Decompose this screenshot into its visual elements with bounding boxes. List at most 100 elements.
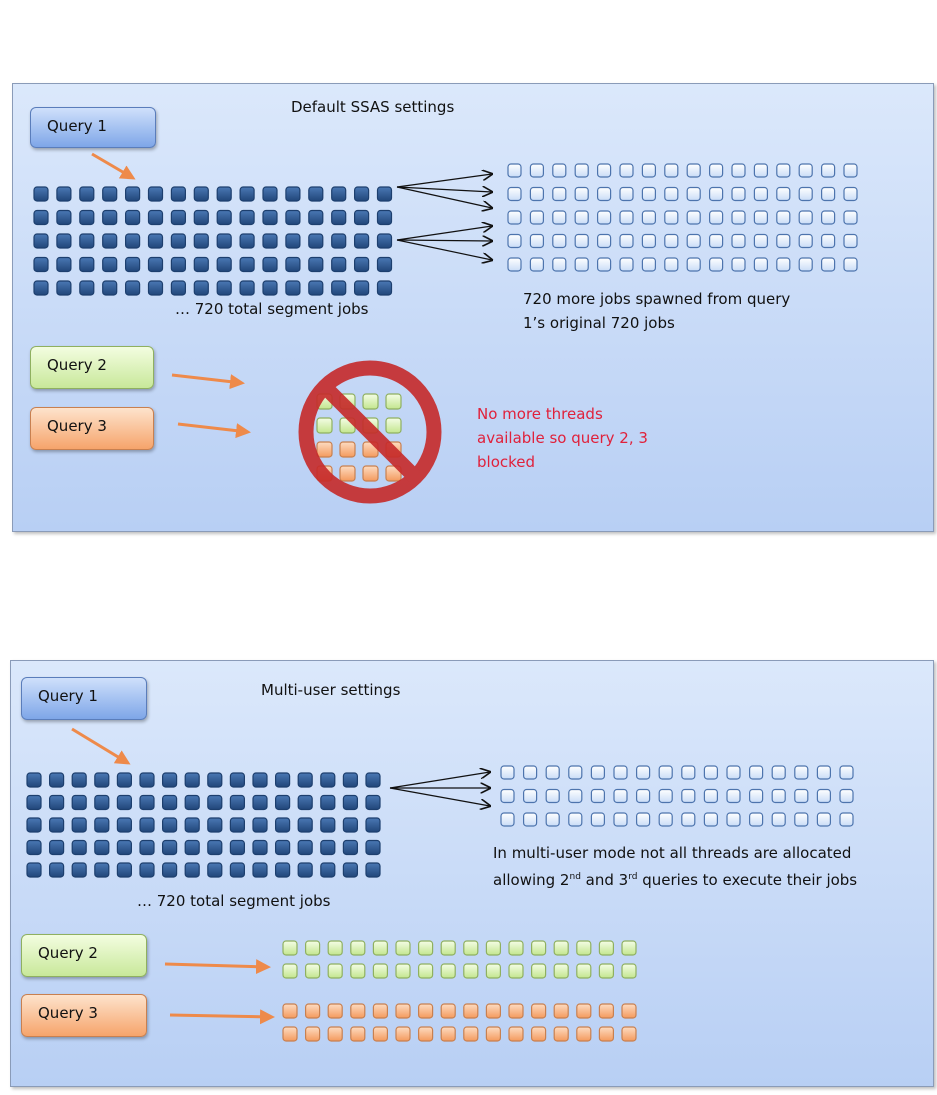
job-square bbox=[239, 209, 255, 226]
job-square bbox=[320, 794, 336, 811]
job-square bbox=[239, 256, 255, 273]
prohibition-ring bbox=[298, 360, 442, 504]
job-square bbox=[576, 940, 592, 956]
job-square bbox=[376, 186, 393, 202]
job-square bbox=[574, 257, 589, 272]
job-square bbox=[365, 794, 381, 811]
job-square bbox=[297, 839, 313, 856]
job-square bbox=[708, 210, 724, 225]
job-square bbox=[664, 210, 679, 225]
job-square bbox=[839, 765, 854, 780]
job-square bbox=[362, 465, 379, 482]
job-square bbox=[613, 788, 628, 804]
job-square bbox=[308, 256, 324, 273]
spawn-arrow bbox=[396, 226, 492, 241]
job-square bbox=[522, 788, 538, 804]
job-square bbox=[94, 794, 110, 811]
job-square bbox=[116, 862, 133, 878]
job-square bbox=[794, 765, 809, 780]
job-square bbox=[275, 794, 291, 811]
job-square bbox=[162, 817, 178, 833]
job-square bbox=[285, 186, 301, 202]
job-square bbox=[229, 772, 245, 788]
job-square bbox=[285, 256, 301, 273]
job-square bbox=[184, 862, 200, 878]
job-square bbox=[418, 963, 434, 979]
job-square bbox=[79, 186, 95, 202]
job-square bbox=[147, 233, 164, 249]
job-square bbox=[116, 839, 133, 856]
job-square bbox=[613, 765, 628, 780]
caption-part: queries to execute their jobs bbox=[637, 871, 858, 889]
job-square bbox=[545, 765, 560, 780]
job-square bbox=[568, 788, 583, 804]
job-square bbox=[619, 186, 634, 202]
spawn-arrow bbox=[389, 772, 490, 789]
job-square bbox=[48, 862, 65, 878]
job-square bbox=[252, 817, 268, 833]
job-square bbox=[703, 812, 719, 827]
job-square bbox=[33, 233, 49, 249]
job-square bbox=[252, 794, 268, 811]
job-square bbox=[350, 1026, 366, 1042]
job-square bbox=[726, 765, 741, 780]
job-square bbox=[116, 817, 133, 833]
job-square bbox=[598, 963, 615, 979]
job-square bbox=[619, 233, 634, 249]
job-square bbox=[350, 963, 366, 979]
job-square bbox=[726, 812, 741, 827]
job-square bbox=[79, 280, 95, 296]
spawn-arrow bbox=[389, 787, 490, 806]
job-square bbox=[48, 839, 65, 856]
job-square bbox=[522, 765, 538, 780]
job-square bbox=[530, 940, 547, 956]
job-square bbox=[596, 186, 612, 202]
job-square bbox=[658, 765, 673, 780]
job-square bbox=[275, 817, 291, 833]
job-square bbox=[207, 772, 223, 788]
job-square bbox=[94, 772, 110, 788]
job-square bbox=[56, 233, 72, 249]
job-square bbox=[229, 794, 245, 811]
job-square bbox=[229, 839, 245, 856]
job-square bbox=[71, 839, 87, 856]
job-square bbox=[305, 1003, 321, 1019]
job-square bbox=[331, 256, 347, 273]
job-square bbox=[350, 1003, 366, 1019]
job-square bbox=[485, 963, 501, 979]
job-square bbox=[820, 257, 836, 272]
job-square bbox=[463, 940, 479, 956]
job-square bbox=[500, 788, 515, 804]
job-square bbox=[139, 817, 155, 833]
job-square bbox=[776, 210, 791, 225]
spawn-arrow bbox=[396, 240, 492, 241]
job-square bbox=[619, 210, 634, 225]
job-square bbox=[820, 233, 836, 249]
job-square bbox=[252, 862, 268, 878]
job-square bbox=[170, 233, 186, 249]
job-square bbox=[376, 233, 393, 249]
job-square bbox=[395, 963, 411, 979]
job-square bbox=[731, 257, 746, 272]
job-square bbox=[843, 210, 858, 225]
job-square bbox=[184, 839, 200, 856]
job-square bbox=[552, 257, 567, 272]
job-square bbox=[500, 812, 515, 827]
job-square bbox=[731, 233, 746, 249]
job-square bbox=[658, 812, 673, 827]
job-square bbox=[463, 1003, 479, 1019]
job-square bbox=[365, 772, 381, 788]
job-square bbox=[839, 812, 854, 827]
job-square bbox=[708, 257, 724, 272]
job-square bbox=[275, 862, 291, 878]
job-square bbox=[147, 209, 164, 226]
job-square bbox=[553, 963, 569, 979]
flow-arrow bbox=[171, 373, 245, 390]
job-square bbox=[262, 186, 278, 202]
job-square bbox=[596, 210, 612, 225]
blocked-jobs bbox=[316, 393, 402, 482]
job-square bbox=[305, 940, 321, 956]
job-square bbox=[71, 772, 87, 788]
prohibition-icon bbox=[298, 360, 442, 504]
job-square bbox=[553, 940, 569, 956]
